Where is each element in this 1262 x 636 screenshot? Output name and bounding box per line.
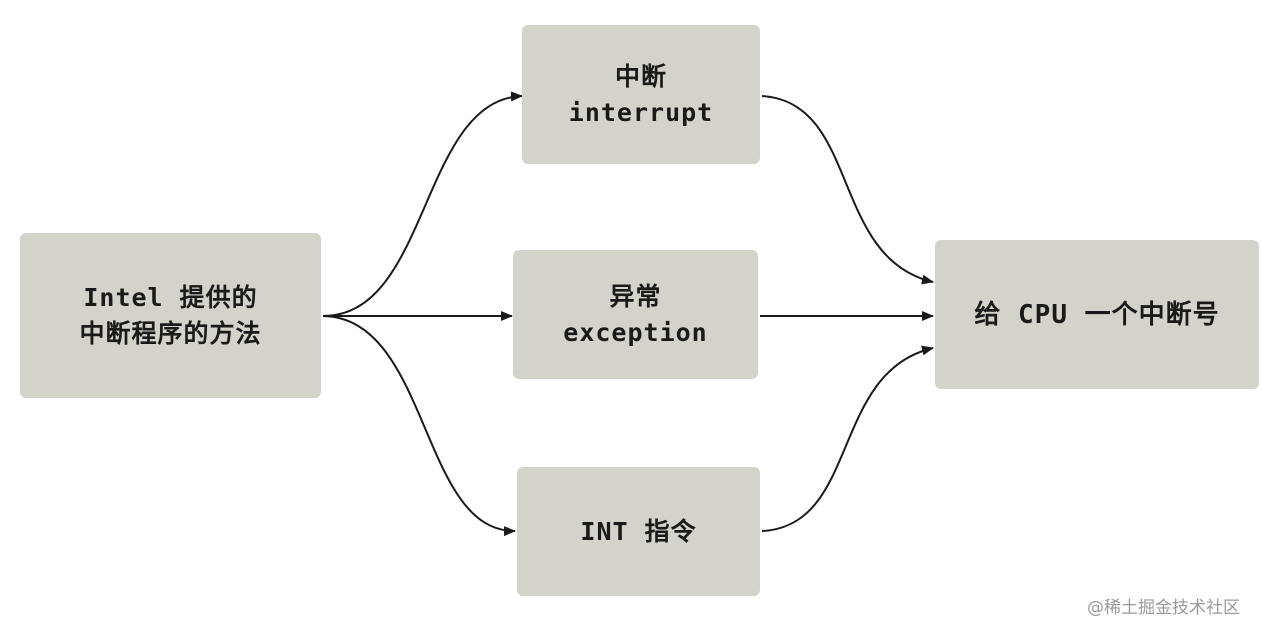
- watermark: @稀土掘金技术社区: [1087, 598, 1240, 618]
- edge-interrupt-to-target: [761, 95, 934, 285]
- node-exception-line-2: exception: [563, 317, 708, 347]
- node-exception-line-1: 异常: [609, 281, 662, 311]
- node-interrupt-line-1: 中断: [614, 61, 667, 91]
- node-interrupt-line-2: interrupt: [568, 97, 714, 127]
- edge-source-to-interrupt: [322, 91, 523, 317]
- node-give-cpu-interrupt-number: 给 CPU 一个中断号: [935, 240, 1259, 389]
- node-exception: 异常 exception: [513, 250, 758, 379]
- node-give-cpu-interrupt-number-line-1: 给 CPU 一个中断号: [974, 299, 1220, 330]
- edge-int-to-target: [761, 345, 934, 532]
- node-int-instruction-line-1: INT 指令: [580, 516, 697, 546]
- edge-source-to-int: [322, 315, 516, 537]
- node-interrupt: 中断 interrupt: [522, 25, 760, 164]
- node-intel-method-line-1: Intel 提供的: [83, 282, 258, 312]
- node-intel-method-line-2: 中断程序的方法: [79, 318, 262, 348]
- node-int-instruction: INT 指令: [517, 467, 760, 596]
- node-intel-method: Intel 提供的 中断程序的方法: [20, 233, 321, 398]
